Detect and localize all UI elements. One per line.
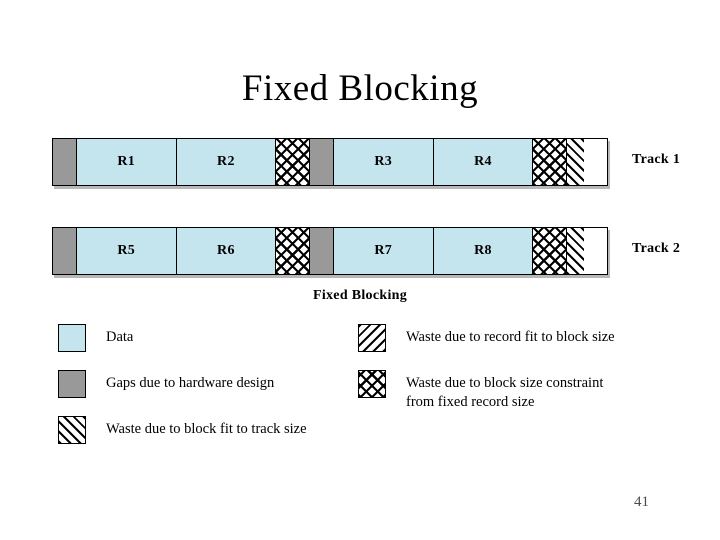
legend-item: Gaps due to hardware design	[58, 370, 358, 398]
record-segment-r3: R3	[333, 139, 434, 185]
page-title: Fixed Blocking	[241, 67, 479, 109]
diagram-caption: Fixed Blocking	[312, 288, 408, 303]
legend-swatch-diagonal-back	[358, 324, 386, 352]
segment-waste-block-size	[276, 139, 311, 185]
track-bar-2: R5 R6 R7 R8	[52, 227, 608, 275]
record-segment-r4: R4	[433, 139, 534, 185]
record-segment-r6: R6	[176, 228, 277, 274]
legend-item: Data	[58, 324, 358, 352]
segment-gap	[53, 139, 77, 185]
segment-waste-track-fit	[567, 228, 585, 274]
legend-item: Waste due to block size constraint from …	[358, 370, 658, 412]
segment-waste-track-fit	[567, 139, 585, 185]
segment-label: R6	[217, 243, 235, 258]
segment-label: R1	[117, 154, 136, 169]
legend-label: Gaps due to hardware design	[106, 375, 275, 391]
segment-label: R4	[474, 154, 492, 169]
legend-label: Waste due to record fit to block size	[406, 329, 615, 345]
segment-label: R8	[474, 243, 492, 258]
page-number: 41	[634, 494, 649, 510]
legend-swatch-solid-gray	[58, 370, 86, 398]
segment-waste-block-size	[533, 139, 568, 185]
track-label-1: Track 1	[632, 152, 681, 167]
legend-label: Data	[106, 329, 134, 345]
track-row: R1 R2 R3 R4 Track 1	[52, 138, 680, 186]
segment-label: R7	[374, 243, 393, 258]
legend-swatch-cross-hatch	[358, 370, 386, 398]
record-segment-r2: R2	[176, 139, 277, 185]
legend-swatch-diagonal-forward	[58, 416, 86, 444]
legend-item: Waste due to record fit to block size	[358, 324, 658, 352]
record-segment-r5: R5	[76, 228, 177, 274]
track-bar-1: R1 R2 R3 R4	[52, 138, 608, 186]
track-label-2: Track 2	[632, 241, 681, 256]
record-segment-r1: R1	[76, 139, 177, 185]
track-row: R5 R6 R7 R8 Track 2	[52, 227, 680, 275]
record-segment-r8: R8	[433, 228, 534, 274]
segment-label: R2	[217, 154, 235, 169]
segment-gap	[310, 228, 334, 274]
segment-waste-block-size	[533, 228, 568, 274]
legend-item: Waste due to block fit to track size	[58, 416, 358, 444]
legend-label: Waste due to block size constraint from …	[406, 375, 604, 411]
segment-gap	[53, 228, 77, 274]
record-segment-r7: R7	[333, 228, 434, 274]
legend-swatch-solid-blue	[58, 324, 86, 352]
segment-label: R3	[374, 154, 393, 169]
segment-gap	[310, 139, 334, 185]
legend-label: Waste due to block fit to track size	[106, 421, 307, 437]
segment-label: R5	[117, 243, 136, 258]
segment-waste-block-size	[276, 228, 311, 274]
